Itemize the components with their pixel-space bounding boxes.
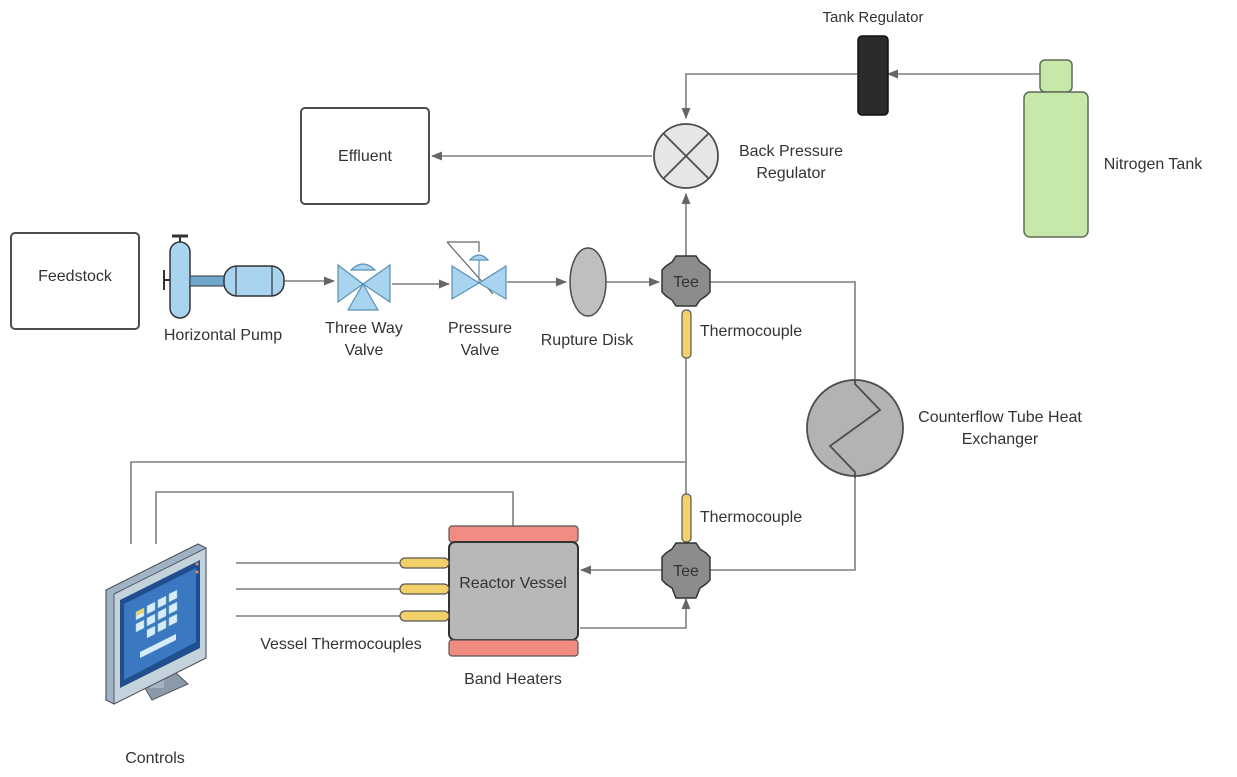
nitrogen-tank [1023, 59, 1089, 238]
feedstock-label: Feedstock [38, 268, 113, 285]
thermocouple-bottom-label: Thermocouple [700, 509, 802, 526]
rupture-disk-label: Rupture Disk [541, 332, 634, 349]
pressure-valve-label-line2: Valve [461, 342, 500, 359]
pipe-tee-to-hx [710, 281, 856, 380]
tee-bottom [661, 542, 711, 599]
feedstock-box [10, 232, 140, 330]
horizontal-pump-label: Horizontal Pump [164, 327, 282, 344]
nitrogen-tank-label: Nitrogen Tank [1104, 156, 1203, 173]
reactor-vessel [448, 525, 579, 657]
three-way-valve-icon [337, 263, 391, 311]
thermocouple-top-icon [681, 309, 692, 359]
tee-top-label: Tee [673, 274, 699, 291]
control-wire-inner [155, 491, 514, 544]
bpr-label-line2: Regulator [756, 165, 826, 182]
thermocouple-bottom-icon [681, 493, 692, 543]
pipe-lines [130, 69, 1040, 629]
band-heater-top [448, 525, 579, 543]
rupture-disk-icon [569, 247, 607, 317]
tee-top [661, 255, 711, 307]
band-heater-bottom [448, 639, 579, 657]
tee-bottom-label: Tee [673, 563, 699, 580]
computer-monitor-icon [105, 543, 207, 705]
pressure-valve-icon [446, 241, 507, 301]
vessel-thermocouples-label: Vessel Thermocouples [260, 636, 422, 653]
bpr-label-line1: Back Pressure [739, 143, 843, 160]
back-pressure-regulator [653, 123, 719, 189]
reactor-vessel-label: Reactor Vessel [459, 575, 567, 592]
band-heaters-label: Band Heaters [464, 671, 562, 688]
effluent-box [300, 107, 430, 205]
effluent-label: Effluent [338, 148, 393, 165]
heat-exchanger-icon [806, 379, 904, 478]
controls-label: Controls [125, 750, 185, 767]
pipe-regulator-to-bpr [681, 73, 857, 120]
heat-exchanger-label-line2: Exchanger [962, 431, 1039, 448]
tank-regulator-label: Tank Regulator [823, 9, 924, 26]
horizontal-pump-icon [163, 234, 285, 319]
control-wire-outer [130, 461, 686, 544]
three-way-valve-label-line2: Valve [345, 342, 384, 359]
thermocouple-top-label: Thermocouple [700, 323, 802, 340]
pipe-hx-to-tee [710, 478, 856, 571]
vessel-thermocouples-icon [399, 557, 450, 622]
pipe-reactor-to-tee [580, 597, 691, 629]
three-way-valve-label-line1: Three Way [325, 320, 403, 337]
tank-regulator [857, 35, 889, 116]
pressure-valve-label-line1: Pressure [448, 320, 512, 337]
heat-exchanger-label-line1: Counterflow Tube Heat [918, 409, 1082, 426]
